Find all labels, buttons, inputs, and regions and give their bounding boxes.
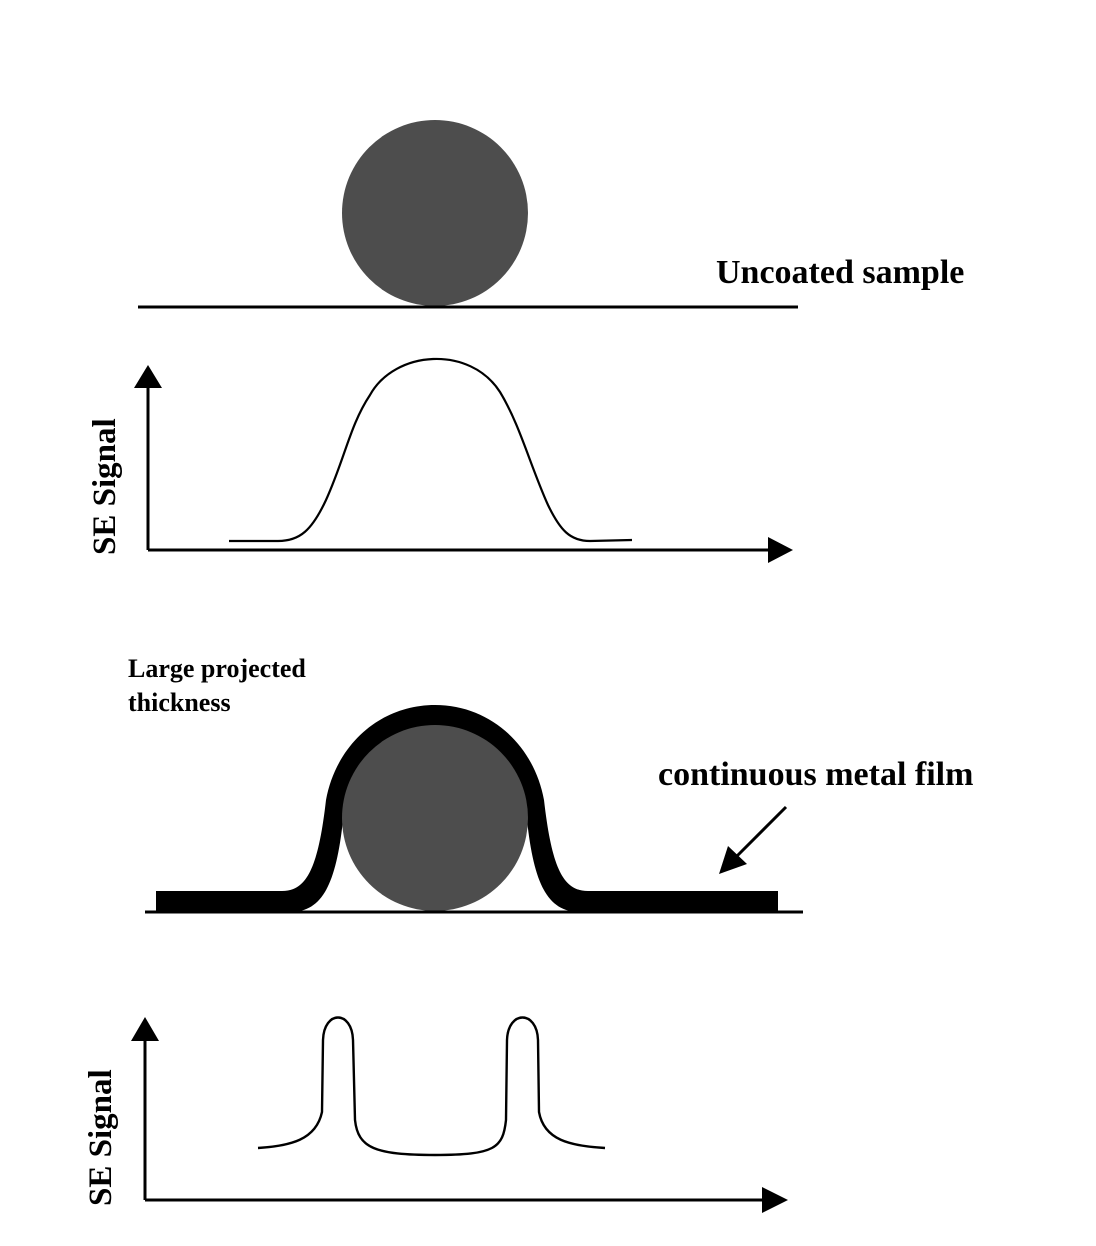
film-pointer-arrow-head bbox=[719, 846, 747, 874]
top-y-axis-arrow bbox=[134, 365, 162, 388]
bottom-signal-curve bbox=[257, 1016, 606, 1157]
metal-film bbox=[156, 705, 778, 912]
bottom-signal-plot: SE Signal bbox=[83, 1016, 788, 1213]
uncoated-particle bbox=[342, 120, 528, 306]
top-signal-curve bbox=[229, 357, 633, 543]
projected-thickness-label-line1: Large projected bbox=[128, 654, 306, 683]
bottom-y-axis-arrow bbox=[131, 1017, 159, 1041]
coated-particle bbox=[342, 725, 528, 911]
uncoated-sample-panel: Uncoated sample bbox=[138, 120, 964, 309]
continuous-metal-film-label: continuous metal film bbox=[658, 756, 973, 793]
bottom-x-axis-arrow bbox=[762, 1187, 788, 1213]
top-x-axis-arrow bbox=[768, 537, 793, 563]
film-pointer-arrow-line bbox=[733, 805, 788, 860]
top-signal-plot: SE Signal bbox=[87, 357, 793, 563]
bottom-axis-label: SE Signal bbox=[83, 1069, 119, 1206]
top-axis-label: SE Signal bbox=[87, 418, 123, 555]
coated-sample-panel: Large projected thickness continuous met… bbox=[128, 654, 973, 914]
projected-thickness-label-line2: thickness bbox=[128, 688, 231, 717]
uncoated-sample-label: Uncoated sample bbox=[716, 254, 964, 291]
